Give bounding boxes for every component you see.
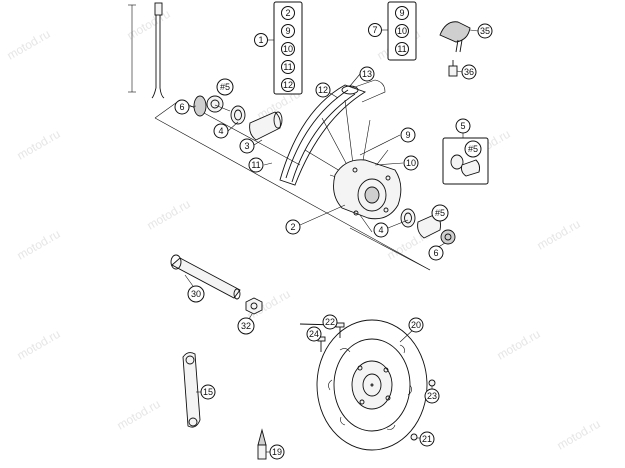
right-bearing-stack <box>400 208 456 245</box>
kit1-item: 11 <box>281 60 295 74</box>
callout-label: 19 <box>272 447 282 457</box>
watermark-layer: motod.ru motod.ru motod.ru motod.ru moto… <box>5 7 603 453</box>
callout-label: #5 <box>220 82 230 92</box>
callout-label: 22 <box>325 317 335 327</box>
callout-label: #5 <box>435 208 445 218</box>
callout-9: 9 <box>400 127 416 143</box>
callout-label: 36 <box>464 67 474 77</box>
watermark-text: motod.ru <box>15 127 63 163</box>
callout-10: 10 <box>403 155 419 171</box>
callout-label: 2 <box>285 8 290 18</box>
callout-label: 10 <box>397 26 407 36</box>
callout-30: 30 <box>187 285 205 303</box>
callout-20: 20 <box>408 317 424 333</box>
callout-label: 15 <box>203 387 213 397</box>
callout-11: 11 <box>248 157 264 173</box>
callout-12: 12 <box>315 82 331 98</box>
callout-6-left: 6 <box>174 99 190 115</box>
kit1-list: 2 9 10 11 12 <box>281 6 295 92</box>
watermark-text: motod.ru <box>535 217 583 253</box>
callout-label: 11 <box>283 62 292 72</box>
callout-label: 23 <box>427 391 437 401</box>
callout-5: 5 <box>455 118 471 134</box>
callout-2-hub: 2 <box>285 219 301 235</box>
kit1-item: 10 <box>281 42 295 56</box>
kit7-item: 10 <box>395 24 409 38</box>
callout-hash5-kit: #5 <box>464 140 482 158</box>
kit1-item: 12 <box>281 78 295 92</box>
tire-valve-drawing <box>257 428 267 460</box>
spoke-drawing <box>128 2 165 99</box>
kit7-item: 9 <box>395 6 409 20</box>
callout-label: 4 <box>218 126 223 136</box>
callout-13: 13 <box>359 66 375 82</box>
callout-21: 21 <box>419 431 435 447</box>
kit1-item: 2 <box>281 6 295 20</box>
axle-nut-drawing <box>245 297 263 315</box>
callout-label: 21 <box>422 434 432 444</box>
watermark-text: motod.ru <box>15 327 63 363</box>
callout-label: 6 <box>433 248 438 258</box>
callout-24: 24 <box>306 326 322 342</box>
callout-19: 19 <box>269 444 285 460</box>
callout-label: 10 <box>283 44 293 54</box>
kit7-item: 11 <box>395 42 409 56</box>
watermark-text: motod.ru <box>115 397 163 433</box>
callout-label: 9 <box>405 130 410 140</box>
callout-label: 12 <box>318 85 328 95</box>
callout-label: 11 <box>397 44 406 54</box>
axle-drawing <box>170 254 241 300</box>
callout-label: 20 <box>411 320 421 330</box>
kit5-box <box>442 137 489 185</box>
callout-7: 7 <box>368 23 382 37</box>
callout-32: 32 <box>237 317 255 335</box>
callout-1: 1 <box>254 33 268 47</box>
watermark-text: motod.ru <box>5 27 53 63</box>
callout-23: 23 <box>424 388 440 404</box>
callout-label: 9 <box>399 8 404 18</box>
callout-label: 24 <box>309 329 319 339</box>
callout-label: 35 <box>480 26 490 36</box>
callout-6-right: 6 <box>428 245 444 261</box>
callout-label: 11 <box>251 160 260 170</box>
rim-drawing <box>279 79 386 186</box>
left-bearing-stack <box>193 95 283 141</box>
spacer-tube-drawing <box>249 111 281 141</box>
callout-4-right: 4 <box>373 222 389 238</box>
watermark-text: motod.ru <box>555 417 603 453</box>
callout-3: 3 <box>239 138 255 154</box>
kit1-item: 9 <box>281 24 295 38</box>
kit7-list: 9 10 11 <box>395 6 409 56</box>
callout-label: 5 <box>460 121 465 131</box>
callout-36: 36 <box>461 64 477 80</box>
callout-22: 22 <box>322 314 338 330</box>
callout-4-left: 4 <box>213 123 229 139</box>
callout-label: 12 <box>283 80 293 90</box>
wrench-tool-drawing <box>182 352 201 428</box>
callout-15: 15 <box>200 384 216 400</box>
valve-nut-drawing <box>448 60 458 77</box>
callout-label: #5 <box>468 144 478 154</box>
callout-label: 10 <box>406 158 416 168</box>
callout-label: 2 <box>290 222 295 232</box>
callout-label: 7 <box>372 25 377 35</box>
callout-label: 30 <box>191 289 201 299</box>
callout-hash5-right: #5 <box>431 204 449 222</box>
callout-35: 35 <box>477 23 493 39</box>
callout-label: 6 <box>179 102 184 112</box>
watermark-text: motod.ru <box>495 327 543 363</box>
hub-drawing <box>333 159 402 233</box>
callout-label: 9 <box>285 26 290 36</box>
watermark-text: motod.ru <box>145 197 193 233</box>
valve-cap-drawing <box>439 21 471 53</box>
watermark-text: motod.ru <box>15 227 63 263</box>
callout-label: 13 <box>362 69 372 79</box>
callout-label: 32 <box>241 321 251 331</box>
callout-label: 3 <box>244 141 249 151</box>
callout-label: 1 <box>258 35 263 45</box>
callout-hash5-left: #5 <box>216 78 234 96</box>
brake-disc-drawing <box>316 319 428 451</box>
callout-label: 4 <box>378 225 383 235</box>
